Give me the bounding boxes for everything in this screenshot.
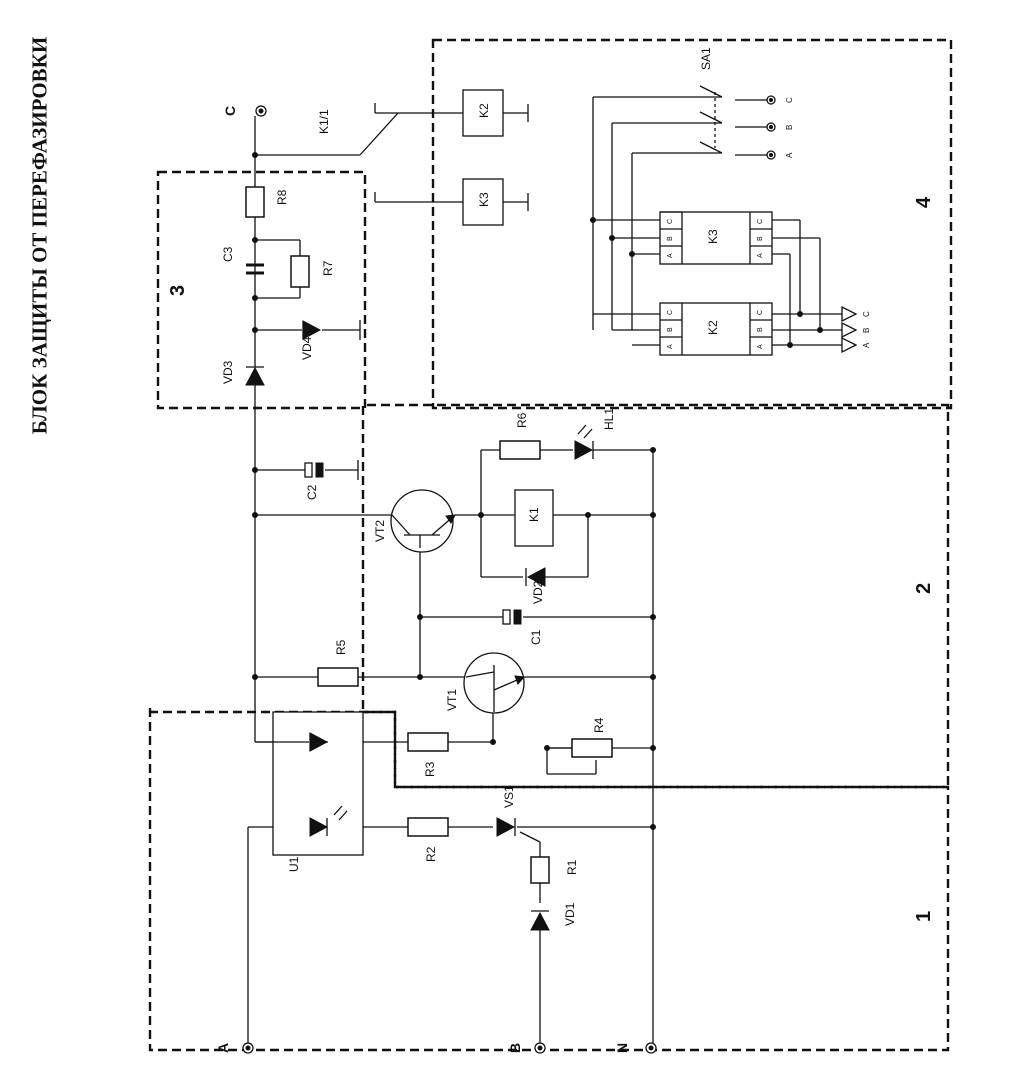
k3-term-a-left: A [667, 253, 674, 258]
r1-label: R1 [565, 859, 579, 875]
relay-k2-coil: K2 [463, 90, 503, 136]
terminal-n[interactable]: N [614, 1043, 656, 1053]
k2-term-a-right: A [757, 344, 764, 349]
k3-term-c-right: C [757, 219, 764, 224]
optocoupler-u1: U1 [255, 712, 363, 872]
k1-label: K1 [527, 507, 541, 522]
k1-contact-label: K1/1 [317, 109, 331, 134]
k3-label: K3 [706, 229, 720, 244]
thyristor-vs1: VS1 [497, 785, 516, 836]
u1-label: U1 [287, 856, 301, 872]
terminal-c[interactable]: C [222, 106, 266, 120]
resistor-r6: R6 [500, 412, 540, 459]
relay-k1: K1 [515, 490, 553, 546]
capacitor-c3: C3 [221, 246, 264, 273]
k2-term-c-left: C [667, 310, 674, 315]
diode-vd3: VD3 [221, 360, 264, 385]
k2-label: K2 [706, 320, 720, 335]
k2-term-b-right: B [757, 327, 764, 332]
r6-label: R6 [515, 412, 529, 428]
transistor-vt1: VT1 [445, 653, 622, 713]
phase-out-a-label: A [862, 342, 871, 348]
relay-k3-coil: K3 [463, 179, 503, 225]
k3-term-b-right: B [757, 236, 764, 241]
capacitor-c2: C2 [305, 463, 323, 500]
terminal-b[interactable]: B [507, 1043, 545, 1053]
diode-vd1: VD1 [531, 902, 577, 930]
k3-term-a-right: A [757, 253, 764, 258]
vd3-label: VD3 [221, 360, 235, 384]
terminal-a-label: A [215, 1043, 231, 1053]
hl1-label: HL1 [602, 408, 616, 430]
r7-label: R7 [321, 260, 335, 276]
block-3-label: 3 [167, 285, 189, 296]
r2-label: R2 [424, 846, 438, 862]
r8-label: R8 [275, 189, 289, 205]
vd2-label: VD2 [531, 580, 545, 604]
phase-in-b-label: B [785, 125, 794, 130]
terminal-b-label: B [507, 1043, 523, 1053]
terminal-a[interactable]: A [215, 1043, 253, 1053]
vs1-label: VS1 [502, 785, 516, 808]
resistor-r1: R1 [531, 857, 579, 883]
resistor-r3: R3 [408, 733, 448, 777]
phase-out-c-label: C [862, 311, 871, 317]
sa1-label: SA1 [699, 47, 713, 70]
resistor-r2: R2 [408, 818, 448, 862]
c1-label: C1 [529, 629, 543, 645]
contactor-k2: K2 [660, 303, 772, 355]
block-4-label: 4 [913, 196, 935, 208]
vt2-label: VT2 [373, 520, 387, 542]
resistor-r8: R8 [246, 187, 289, 217]
resistor-r4: R4 [547, 717, 612, 757]
phase-outputs: C B A [842, 307, 871, 352]
vt1-label: VT1 [445, 689, 459, 711]
phase-out-b-label: B [862, 328, 871, 333]
c3-label: C3 [221, 246, 235, 262]
k3-term-c-left: C [667, 219, 674, 224]
diode-vd2: VD2 [526, 568, 545, 604]
phase-in-c-label: C [785, 97, 794, 103]
c2-label: C2 [305, 484, 319, 500]
k2-term-c-right: C [757, 310, 764, 315]
contactor-k3: K3 [660, 212, 772, 264]
terminal-n-label: N [614, 1043, 630, 1053]
led-hl1: HL1 [575, 408, 616, 459]
r3-label: R3 [423, 761, 437, 777]
capacitor-c1: C1 [503, 610, 543, 645]
vd4-label: VD4 [300, 336, 314, 360]
k2-term-a-left: A [667, 344, 674, 349]
block-1-label: 1 [913, 911, 935, 922]
r4-label: R4 [592, 717, 606, 733]
k2-term-b-left: B [667, 327, 674, 332]
resistor-r7: R7 [291, 256, 335, 287]
k3-coil-label: K3 [477, 192, 491, 207]
k2-coil-label: K2 [477, 103, 491, 118]
k3-term-b-left: B [667, 236, 674, 241]
switch-sa1: SA1 [699, 47, 713, 70]
phase-terminals-input: C B A [767, 96, 794, 159]
r5-label: R5 [334, 639, 348, 655]
transistor-vt2: VT2 [373, 490, 455, 552]
terminal-c-label: C [222, 106, 238, 116]
phase-in-a-label: A [785, 152, 794, 158]
block-2-label: 2 [913, 583, 935, 594]
vd1-label: VD1 [563, 902, 577, 926]
resistor-r5: R5 [318, 639, 358, 686]
diode-vd4: VD4 [300, 321, 320, 360]
block-2-outline [363, 405, 948, 787]
